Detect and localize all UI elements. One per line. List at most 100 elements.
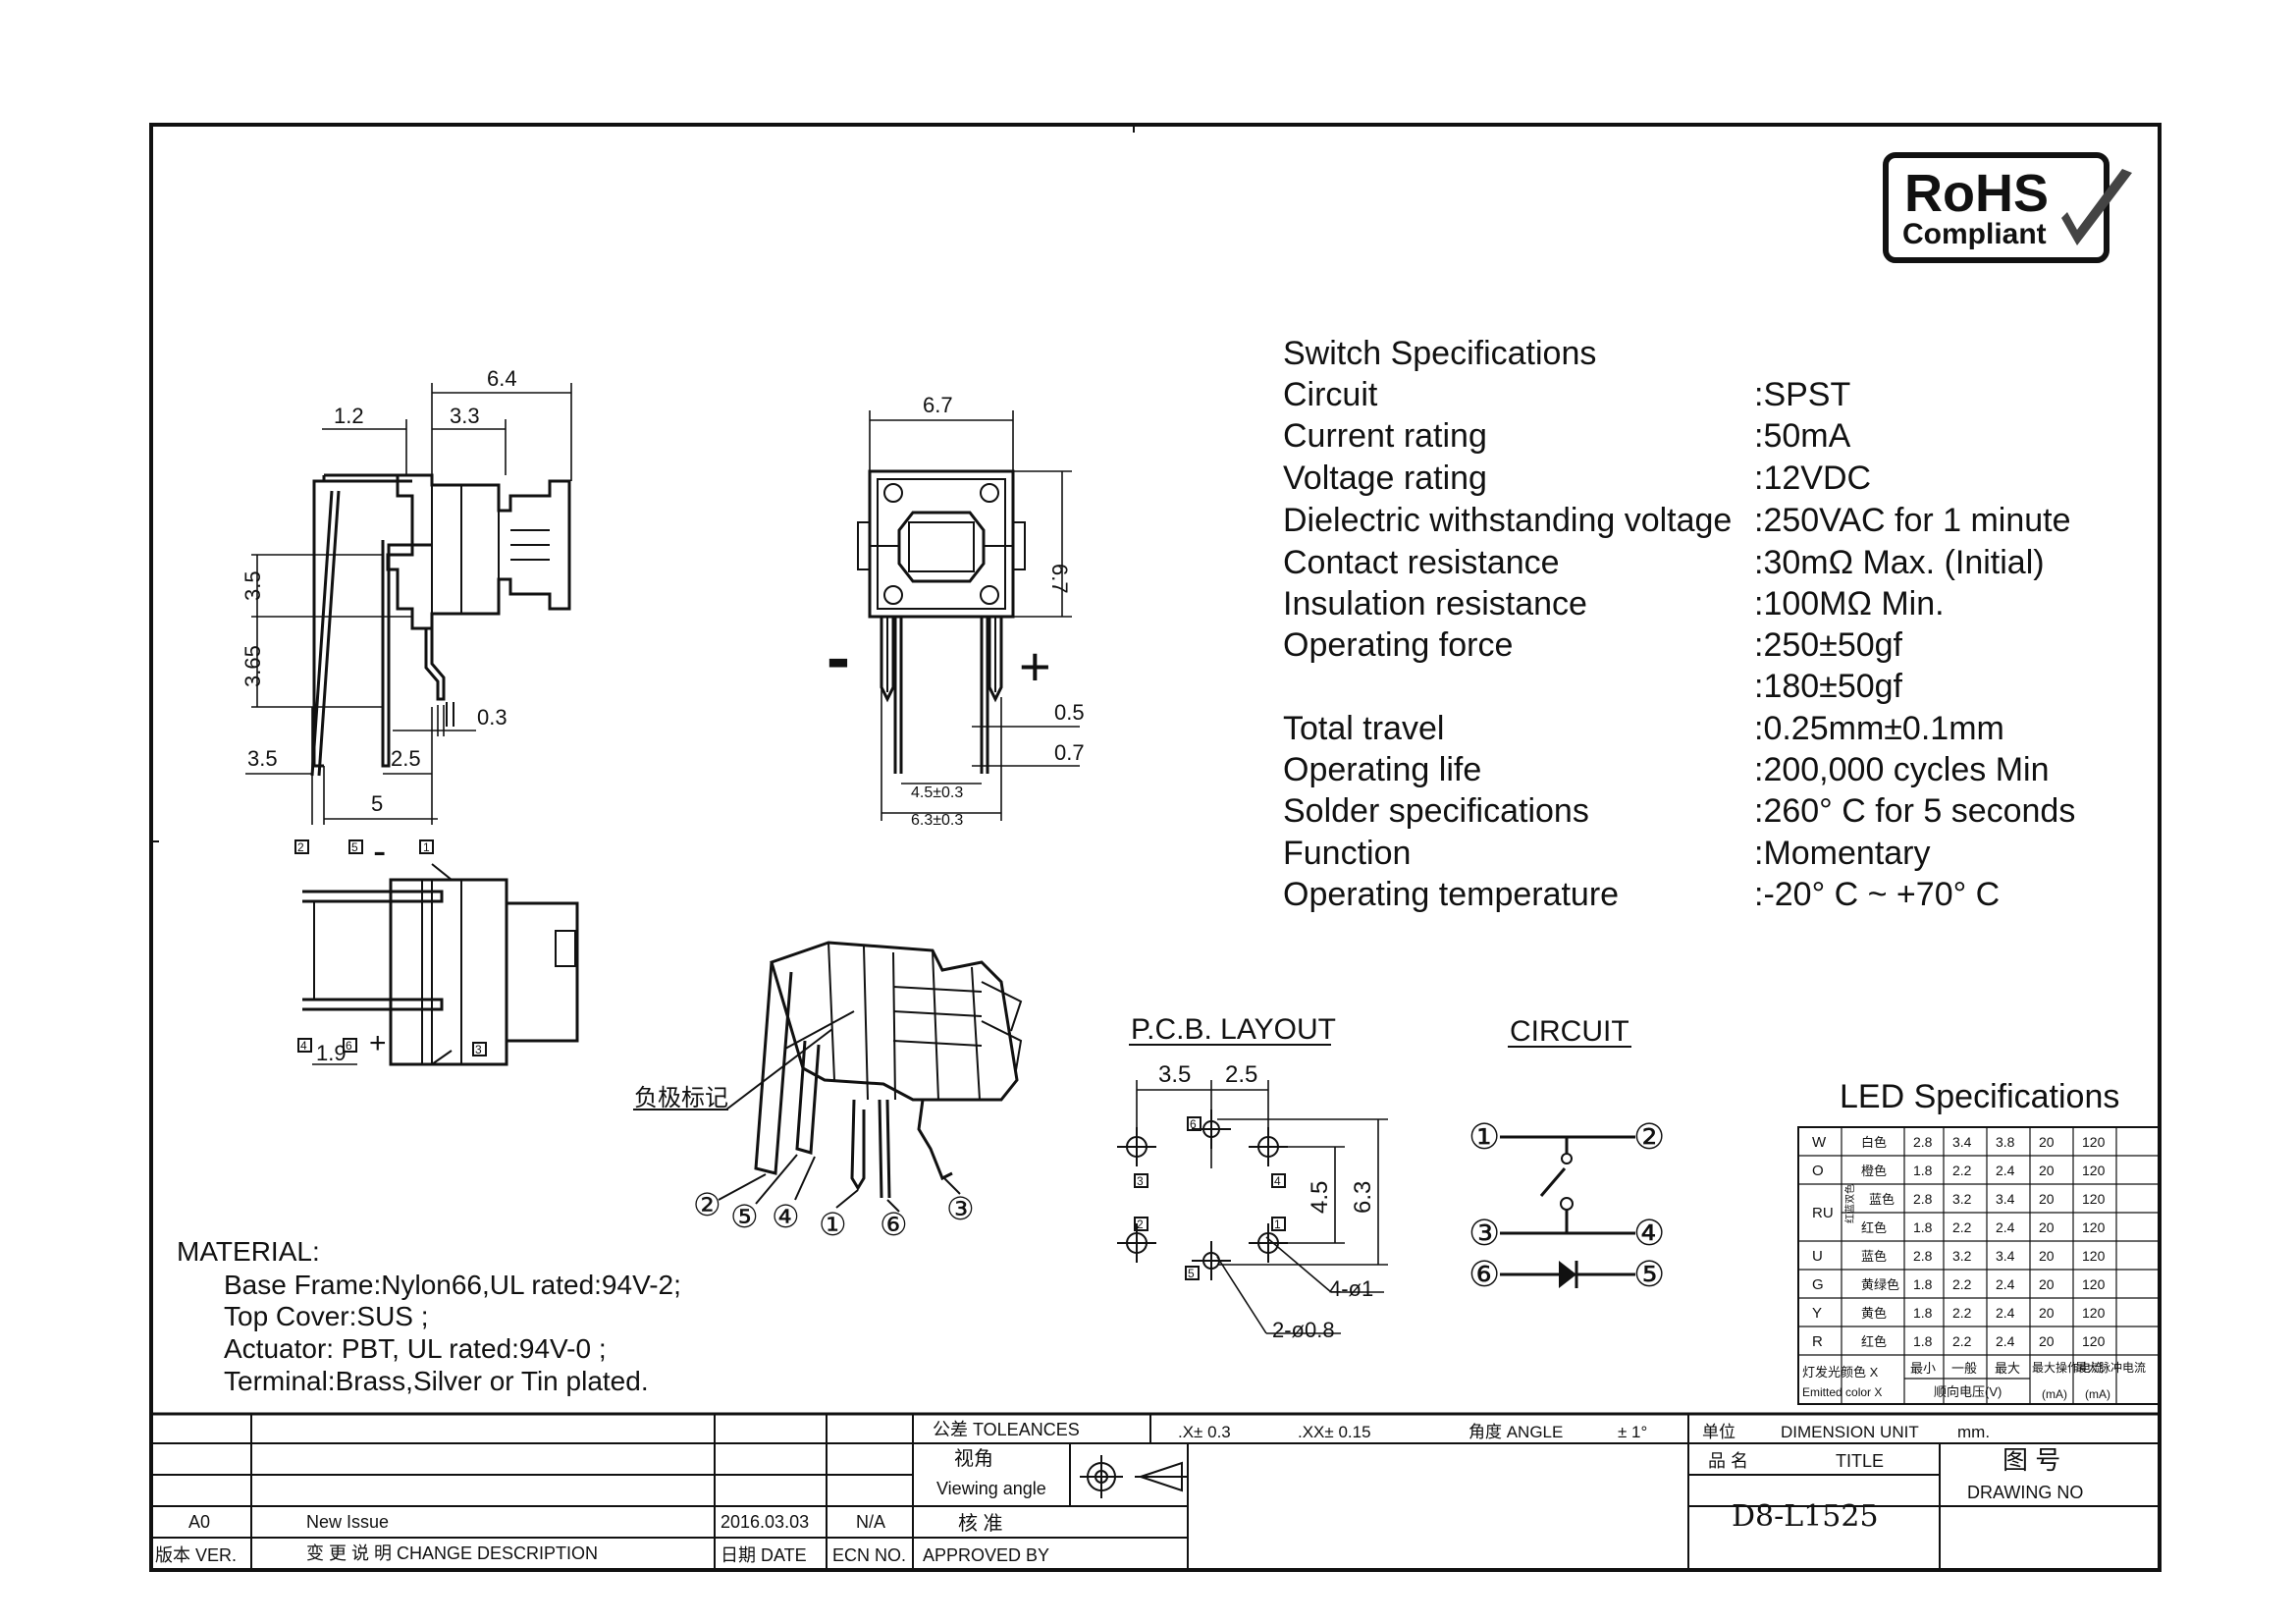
led-footer-emitted-cn: 灯发光颜色 X (1802, 1365, 1879, 1380)
iso-pin-2: ④ (772, 1199, 800, 1234)
circuit-title: CIRCUIT (1510, 1015, 1629, 1048)
led-footer-ifp-unit: (mA) (2085, 1387, 2110, 1401)
side-dim-6: 3.5 (247, 746, 278, 771)
pcb-pin-box (1271, 1217, 1286, 1231)
spec-label-2: Voltage rating (1283, 460, 1487, 497)
iso-callout: 负极标记 (634, 1085, 728, 1111)
pcb-dim-3: 6.3 (1350, 1181, 1376, 1214)
led-footer-typ: 一般 (1951, 1361, 1977, 1376)
bottom-pin-2: 1 (423, 840, 430, 854)
front-dim-4: 4.5±0.3 (911, 785, 963, 801)
led-if-0: 20 (2039, 1134, 2055, 1150)
led-code-0: W (1812, 1134, 1827, 1151)
led-max-5: 2.4 (1996, 1276, 2015, 1292)
spec-label-4: Contact resistance (1283, 544, 1560, 581)
led-ifp-2: 120 (2082, 1191, 2106, 1207)
led-ifp-1: 120 (2082, 1163, 2106, 1178)
spec-label-9: Operating life (1283, 751, 1481, 788)
tb-tolerances: 公差 TOLEANCES (933, 1420, 1080, 1439)
bottom-plus: + (369, 1027, 387, 1059)
led-code-5: G (1812, 1276, 1824, 1293)
circuit: CIRCUIT ① ② ③ ④ ⑥ ⑤ (1468, 1015, 1665, 1294)
tb-viewing-cn: 视角 (954, 1447, 993, 1470)
led-min-3: 1.8 (1913, 1219, 1933, 1235)
spec-label-5: Insulation resistance (1283, 585, 1587, 623)
pcb-dim-5: 2-ø0.8 (1272, 1318, 1335, 1342)
tb-hdr-desc: 变 更 说 明 CHANGE DESCRIPTION (306, 1543, 598, 1563)
front-dim-1: 6.7 (1047, 564, 1072, 594)
material-line-3: Terminal:Brass,Silver or Tin plated. (224, 1366, 649, 1396)
tb-hdr-ecn: ECN NO. (832, 1545, 906, 1565)
tb-viewing-en: Viewing angle (936, 1479, 1046, 1498)
spec-value-9: :200,000 cycles Min (1754, 751, 2050, 788)
side-dim-2: 3.3 (450, 404, 480, 428)
rohs-logo-line2: Compliant (1902, 218, 2047, 250)
tb-part-no: D8-L1525 (1732, 1499, 1879, 1534)
bottom-pin-3: 4 (300, 1039, 307, 1053)
led-code-4: U (1812, 1248, 1823, 1265)
led-min-4: 2.8 (1913, 1248, 1933, 1264)
led-code-2: RU (1812, 1205, 1834, 1221)
led-color-7: 红色 (1861, 1334, 1887, 1349)
tb-rev-ecn: N/A (856, 1512, 885, 1532)
iso-pin-3: ① (819, 1207, 847, 1242)
spec-label-3: Dielectric withstanding voltage (1283, 502, 1732, 539)
led-if-3: 20 (2039, 1219, 2055, 1235)
spec-value-11: :Momentary (1754, 835, 1931, 872)
led-typ-6: 2.2 (1952, 1305, 1972, 1321)
led-max-1: 2.4 (1996, 1163, 2015, 1178)
led-color-4: 蓝色 (1861, 1249, 1887, 1264)
led-code-6: Y (1812, 1305, 1822, 1322)
pcb-pin-box (1271, 1173, 1286, 1188)
bottom-pin-1: 5 (351, 840, 358, 854)
spec-value-7: :180±50gf (1754, 668, 1903, 705)
pcb-pin-box (1185, 1266, 1200, 1280)
led-code-1: O (1812, 1163, 1824, 1179)
led-if-4: 20 (2039, 1248, 2055, 1264)
led-ifp-3: 120 (2082, 1219, 2106, 1235)
led-specs-title: LED Specifications (1840, 1078, 2119, 1115)
pcb-pin-box (1187, 1116, 1201, 1131)
tb-drawing-en: DRAWING NO (1967, 1483, 2083, 1502)
circuit-node-4: ⑥ (1468, 1254, 1500, 1294)
tb-unit-en: DIMENSION UNIT (1781, 1423, 1919, 1441)
led-footer-vf: 顺向电压(V) (1934, 1384, 2002, 1399)
led-if-1: 20 (2039, 1163, 2055, 1178)
pcb-pin-box (1134, 1173, 1148, 1188)
front-minus: - (827, 619, 850, 697)
material: MATERIAL: Base Frame:Nylon66,UL rated:94… (177, 1236, 681, 1396)
spec-value-2: :12VDC (1754, 460, 1871, 497)
circuit-node-0: ① (1468, 1116, 1500, 1157)
title-block: 公差 TOLEANCES .X± 0.3 .XX± 0.15 角度 ANGLE … (151, 1412, 2160, 1570)
spec-value-6: :250±50gf (1754, 626, 1903, 664)
rohs-logo-line1: RoHS (1904, 164, 2049, 223)
iso-pin-4: ⑥ (880, 1207, 908, 1242)
pcb-pin-1: 3 (1137, 1174, 1144, 1188)
led-if-2: 20 (2039, 1191, 2055, 1207)
tb-title-en: TITLE (1836, 1451, 1884, 1471)
led-color-5: 黄绿色 (1861, 1277, 1899, 1292)
circuit-node-1: ② (1633, 1116, 1665, 1157)
spec-value-0: :SPST (1754, 376, 1850, 413)
iso-view: 负极标记 ② ⑤ ④ ① ⑥ ③ (633, 941, 1023, 1242)
tb-title-cn: 品 名 (1708, 1451, 1748, 1471)
side-dim-0: 6.4 (487, 366, 517, 391)
led-typ-5: 2.2 (1952, 1276, 1972, 1292)
circuit-node-3: ④ (1633, 1213, 1665, 1253)
switch-specs-title: Switch Specifications (1283, 335, 1596, 372)
material-line-2: Actuator: PBT, UL rated:94V-0 ; (224, 1333, 607, 1364)
led-min-0: 2.8 (1913, 1134, 1933, 1150)
side-dim-4: 3.65 (240, 645, 265, 687)
led-min-2: 2.8 (1913, 1191, 1933, 1207)
led-max-3: 2.4 (1996, 1219, 2015, 1235)
led-max-4: 3.4 (1996, 1248, 2015, 1264)
led-max-0: 3.8 (1996, 1134, 2015, 1150)
pcb-dim-0: 3.5 (1158, 1061, 1191, 1088)
pcb-dim-4: 4-ø1 (1329, 1276, 1373, 1301)
pcb-pin-box (1134, 1217, 1148, 1231)
led-footer-ifp: 最大脉冲电流 (2075, 1360, 2146, 1375)
pcb-pin-2: 2 (1137, 1218, 1144, 1231)
